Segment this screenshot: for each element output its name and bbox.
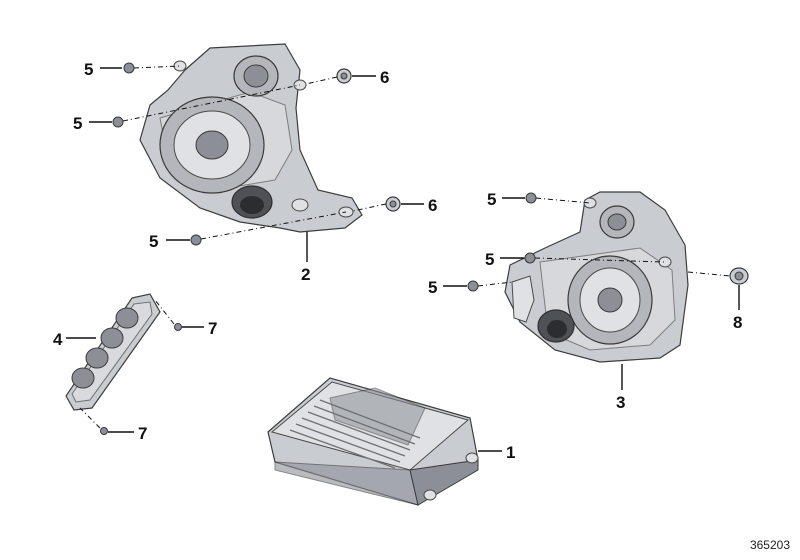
callout-2: 2 — [301, 265, 310, 284]
grommet-8 — [729, 267, 749, 285]
speaker-enclosure-left — [139, 43, 363, 233]
screw-5-e — [524, 252, 536, 264]
screw-5-b — [112, 116, 124, 128]
speaker-enclosure-right — [504, 191, 689, 363]
callout-5: 5 — [73, 114, 82, 133]
screw-7-a — [174, 323, 182, 331]
callout-1: 1 — [506, 443, 515, 462]
callout-5: 5 — [487, 190, 496, 209]
control-panel-buttons — [65, 293, 161, 411]
callout-6: 6 — [380, 68, 389, 87]
screw-7-b — [100, 427, 108, 435]
assembly-lines — [79, 65, 731, 429]
diagram-reference-number: 365203 — [749, 538, 790, 552]
amplifier-unit — [267, 377, 479, 506]
callout-7: 7 — [138, 424, 147, 443]
screw-5-f — [467, 280, 479, 292]
callout-5: 5 — [428, 278, 437, 297]
callout-8: 8 — [733, 313, 742, 332]
nut-6-b — [385, 196, 401, 212]
screw-5-c — [190, 234, 202, 246]
leader-lines — [66, 67, 740, 452]
callout-5: 5 — [149, 232, 158, 251]
amplifier-cooling-fins — [289, 399, 421, 469]
callouts: 5 5 5 6 6 2 5 5 5 8 3 4 7 7 1 — [53, 60, 742, 462]
screw-5-a — [123, 62, 135, 74]
screw-5-d — [525, 192, 537, 204]
callout-5: 5 — [84, 60, 93, 79]
nut-6-a — [336, 68, 352, 84]
callout-5: 5 — [485, 250, 494, 269]
callout-4: 4 — [53, 330, 63, 349]
callout-7: 7 — [208, 319, 217, 338]
callout-6: 6 — [428, 196, 437, 215]
callout-3: 3 — [616, 393, 625, 412]
